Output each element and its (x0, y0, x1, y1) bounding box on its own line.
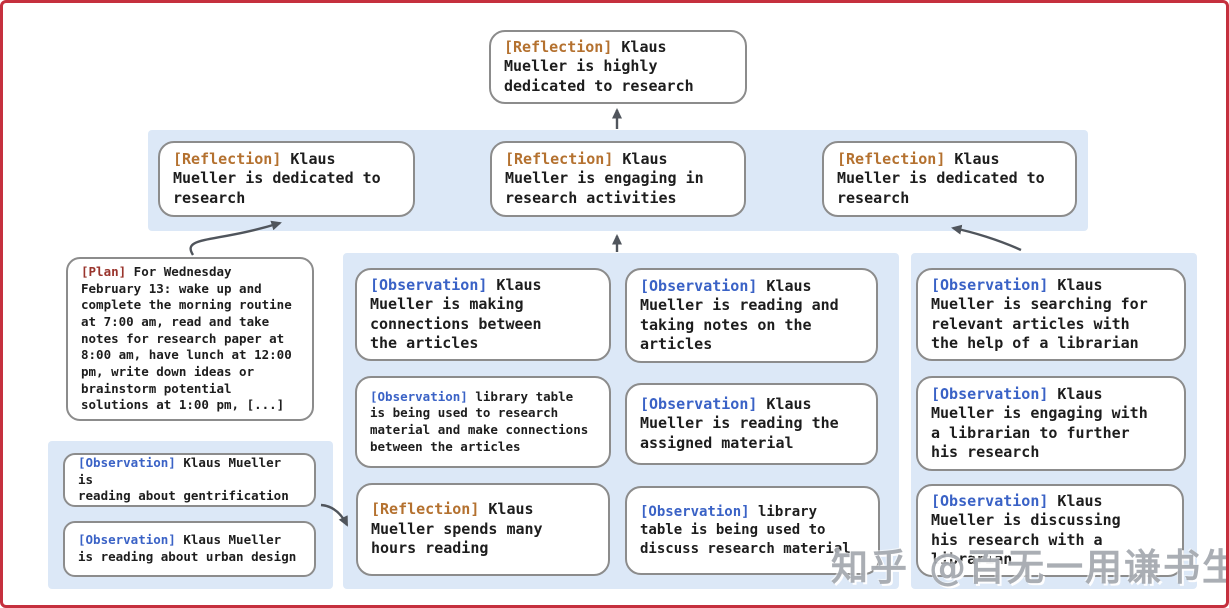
memory-text: Klaus Mueller is engaging in research ac… (505, 149, 704, 207)
node-obs-gentrification: [Observation] Klaus Mueller is reading a… (63, 453, 316, 507)
reflection-tag: [Reflection] (837, 149, 946, 168)
reflection-tag: [Reflection] (504, 37, 613, 56)
memory-text: library table is being used to research … (370, 388, 589, 454)
memory-text: Klaus Mueller is dedicated to research (173, 149, 381, 207)
observation-tag: [Observation] (78, 455, 176, 471)
memory-text: library table is being used to discuss r… (640, 503, 851, 557)
observation-tag: [Observation] (640, 394, 758, 413)
observation-tag: [Observation] (931, 491, 1049, 510)
observation-tag: [Observation] (370, 388, 468, 404)
memory-text: Klaus Mueller is reading the assigned ma… (640, 394, 839, 452)
memory-text: Klaus Mueller is highly dedicated to res… (504, 37, 694, 95)
memory-text: Klaus Mueller is reading about urban des… (78, 532, 297, 564)
observation-tag: [Observation] (640, 503, 750, 520)
node-obs-urban-design: [Observation] Klaus Mueller is reading a… (63, 521, 316, 577)
node-reflection-left: [Reflection] Klaus Mueller is dedicated … (158, 141, 415, 217)
arrow-rightregion-to-right-reflection (951, 224, 1022, 252)
node-plan: [Plan] For Wednesday February 13: wake u… (66, 257, 314, 421)
node-obs-taking-notes: [Observation] Klaus Mueller is reading a… (625, 268, 878, 363)
reflection-tag: [Reflection] (371, 500, 480, 519)
memory-text: For Wednesday February 13: wake up and c… (81, 264, 292, 413)
memory-text: Klaus Mueller is discussing his research… (931, 491, 1121, 569)
node-obs-engaging-librarian: [Observation] Klaus Mueller is engaging … (916, 376, 1186, 471)
memory-text: Klaus Mueller is reading about gentrific… (78, 455, 289, 504)
memory-text: Klaus Mueller is dedicated to research (837, 149, 1045, 207)
node-reflection-middle: [Reflection] Klaus Mueller is engaging i… (490, 141, 746, 217)
node-root-reflection: [Reflection] Klaus Mueller is highly ded… (489, 30, 747, 104)
reflection-tag: [Reflection] (505, 149, 614, 168)
memory-text: Klaus Mueller is engaging with a librari… (931, 384, 1148, 462)
observation-tag: [Observation] (370, 275, 488, 294)
observation-tag: [Observation] (78, 532, 176, 548)
observation-tag: [Observation] (640, 276, 758, 295)
node-obs-assigned-material: [Observation] Klaus Mueller is reading t… (625, 383, 878, 465)
observation-tag: [Observation] (931, 384, 1049, 403)
node-obs-discussing-research: [Observation] Klaus Mueller is discussin… (916, 484, 1184, 577)
memory-text: Klaus Mueller spends many hours reading (371, 500, 543, 558)
node-obs-connections: [Observation] Klaus Mueller is making co… (355, 268, 611, 361)
observation-tag: [Observation] (931, 275, 1049, 294)
node-obs-library-research: [Observation] library table is being use… (355, 376, 611, 468)
watermark-site: 知乎 (831, 546, 909, 589)
node-obs-searching-articles: [Observation] Klaus Mueller is searching… (916, 268, 1186, 361)
memory-text: Klaus Mueller is making connections betw… (370, 275, 542, 353)
node-obs-library-discuss: [Observation] library table is being use… (625, 486, 880, 575)
plan-tag: [Plan] (81, 264, 127, 280)
zhihu-watermark: 知乎 @百无一用谦书生 (831, 537, 1229, 591)
node-reflection-right: [Reflection] Klaus Mueller is dedicated … (822, 141, 1077, 217)
reflection-tag: [Reflection] (173, 149, 282, 168)
node-reflection-reading-hours: [Reflection] Klaus Mueller spends many h… (356, 483, 610, 576)
watermark-handle: @百无一用谦书生 (929, 546, 1229, 589)
memory-text: Klaus Mueller is reading and taking note… (640, 276, 839, 354)
memory-text: Klaus Mueller is searching for relevant … (931, 275, 1148, 353)
